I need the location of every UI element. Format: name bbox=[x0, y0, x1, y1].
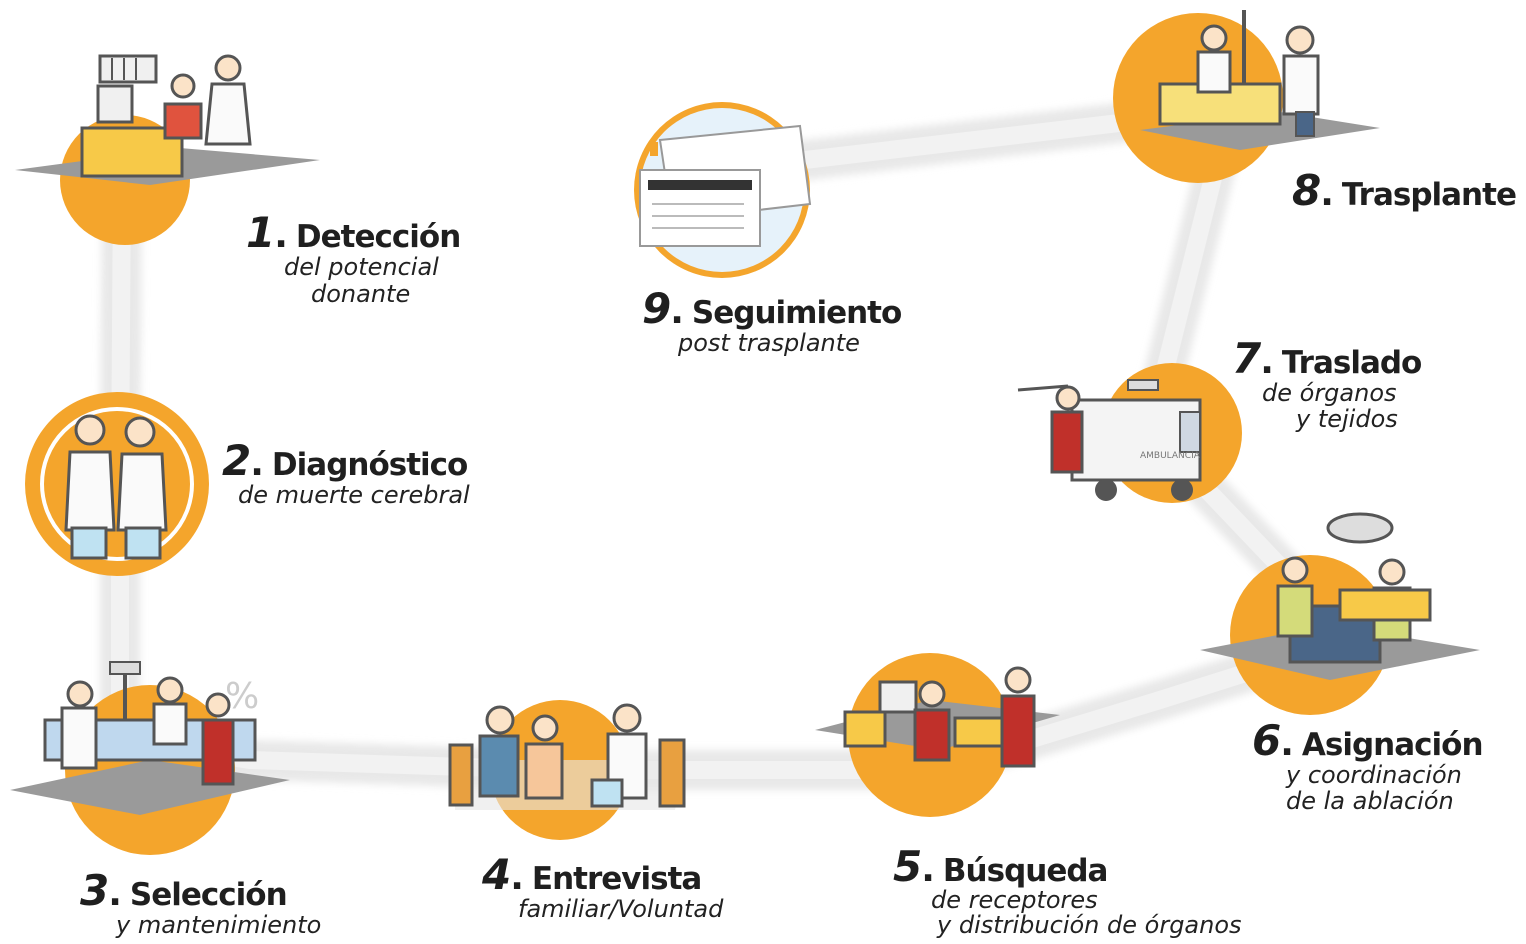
step-4-label: 4. Entrevista familiar/Voluntad bbox=[482, 850, 724, 923]
step-3-illustration: % bbox=[10, 661, 290, 855]
svg-text:AMBULANCIA: AMBULANCIA bbox=[1140, 451, 1201, 461]
step-5-number: 5 bbox=[893, 842, 922, 891]
step-2-illustration bbox=[25, 392, 209, 576]
step-1-number: 1 bbox=[246, 208, 275, 257]
step-1-subtitle-line-2: donante bbox=[311, 280, 411, 308]
step-8-illustration bbox=[1113, 10, 1380, 183]
step-2-subtitle-line-1: de muerte cerebral bbox=[238, 481, 470, 509]
step-3-label: 3. Selección y mantenimiento bbox=[80, 866, 322, 939]
step-9-number: 9 bbox=[642, 284, 671, 333]
step-9-label: 9. Seguimiento post trasplante bbox=[642, 284, 902, 357]
step-3-number: 3 bbox=[80, 866, 109, 915]
step-4-title: Entrevista bbox=[531, 861, 702, 897]
step-6-illustration bbox=[1200, 512, 1480, 715]
step-7-title: Traslado bbox=[1281, 345, 1422, 381]
step-5-illustration bbox=[815, 653, 1060, 817]
step-4-illustration bbox=[448, 700, 686, 840]
step-9-title: Seguimiento bbox=[691, 295, 902, 331]
step-9-subtitle-line-1: post trasplante bbox=[678, 329, 860, 357]
step-7-illustration: AMBULANCIA bbox=[1017, 363, 1242, 503]
step-6-subtitle-line-1: y coordinación bbox=[1286, 761, 1462, 789]
svg-text:%: % bbox=[225, 676, 259, 717]
step-8-number: 8 bbox=[1292, 166, 1321, 215]
step-1-title: Detección bbox=[295, 219, 461, 255]
step-5-title: Búsqueda bbox=[942, 853, 1109, 889]
step-1-illustration bbox=[15, 54, 320, 245]
step-4-number: 4 bbox=[482, 850, 511, 899]
step-1-label: 1. Detección del potencial donante bbox=[246, 208, 461, 308]
step-5-subtitle-line-1: de receptores bbox=[931, 886, 1098, 914]
step-7-subtitle-line-1: de órganos bbox=[1262, 379, 1397, 407]
step-5-label: 5. Búsqueda de receptores y distribución… bbox=[893, 842, 1242, 939]
step-8-title: Trasplante bbox=[1341, 177, 1517, 213]
step-6-number: 6 bbox=[1252, 716, 1281, 765]
step-2-label: 2. Diagnóstico de muerte cerebral bbox=[222, 436, 470, 509]
step-8-label: 8. Trasplante bbox=[1292, 166, 1517, 215]
step-5-subtitle-line-2: y distribución de órganos bbox=[937, 911, 1242, 939]
step-4-subtitle-line-1: familiar/Voluntad bbox=[518, 895, 724, 923]
step-3-title: Selección bbox=[129, 877, 288, 913]
step-1-subtitle-line-1: del potencial bbox=[284, 253, 439, 281]
step-6-subtitle-line-2: de la ablación bbox=[1286, 787, 1454, 815]
step-2-title: Diagnóstico bbox=[271, 447, 468, 483]
step-7-number: 7 bbox=[1232, 334, 1261, 383]
step-7-subtitle-line-2: y tejidos bbox=[1296, 405, 1398, 433]
step-3-subtitle-line-1: y mantenimiento bbox=[116, 911, 322, 939]
step-7-label: 7. Traslado de órganos y tejidos bbox=[1232, 334, 1422, 433]
step-6-label: 6. Asignación y coordinación de la ablac… bbox=[1252, 716, 1484, 815]
step-6-title: Asignación bbox=[1301, 727, 1484, 763]
step-9-illustration bbox=[634, 102, 812, 278]
step-2-number: 2 bbox=[222, 436, 251, 485]
